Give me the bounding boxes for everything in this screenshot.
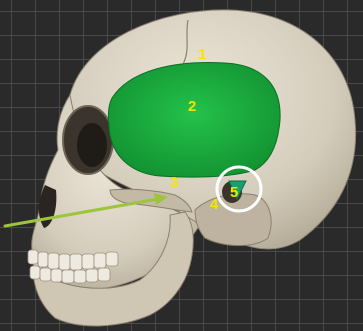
teeth	[28, 250, 118, 283]
orbit-inner	[77, 123, 107, 167]
label-2: 2	[188, 98, 196, 115]
label-4: 4	[210, 196, 219, 213]
label-3: 3	[170, 174, 178, 191]
temporal-fossa-highlight	[108, 62, 280, 177]
label-1: 1	[198, 46, 206, 63]
label-5: 5	[230, 184, 238, 201]
